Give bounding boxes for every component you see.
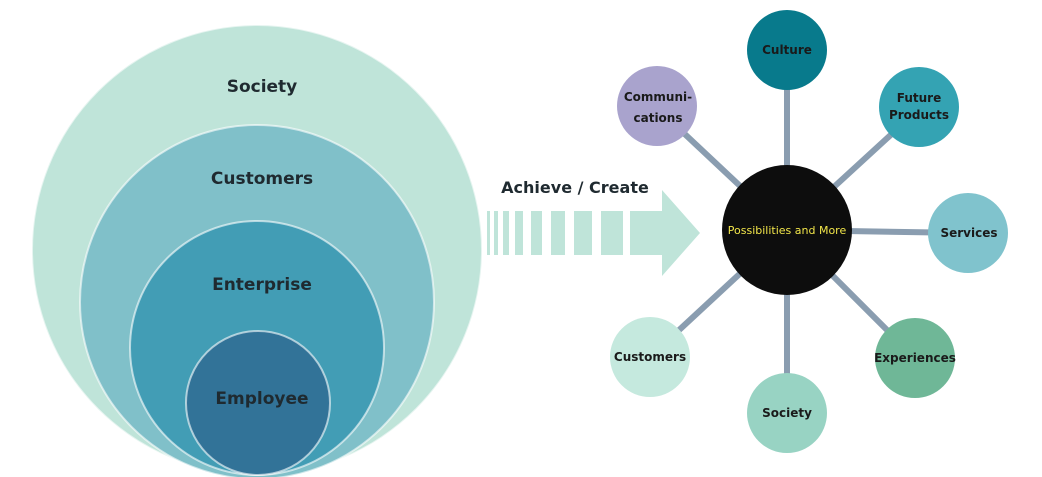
ring-employee [185,330,331,476]
node-culture-circle [747,10,827,90]
node-society-label: Society [762,406,812,420]
arrow-stripe [515,211,523,255]
node-future-products-label-line2: Products [889,108,949,122]
node-society-circle [747,373,827,453]
node-services-label: Services [940,226,997,240]
node-culture-label: Culture [762,43,812,57]
node-future-products-circle [879,67,959,147]
hub-center [722,165,852,295]
node-communications-label-line1: Communi- [624,90,692,104]
ring-label-society: Society [227,77,298,97]
node-future-products: Future Products [879,67,959,147]
node-communications: Communi- cations [617,66,697,146]
node-customers-circle [610,317,690,397]
arrow-label: Achieve / Create [501,178,649,197]
arrow-stripe [574,211,592,255]
arrow-stripe [503,211,509,255]
arrow-stripe [487,211,490,255]
hub-diagram: Possibilities and More Culture Future Pr… [610,10,1008,453]
arrow-head [630,190,700,276]
ring-label-customers: Customers [211,169,313,189]
hub-center-label: Possibilities and More [728,224,847,237]
node-future-products-label-line1: Future [897,91,941,105]
node-services: Services [928,193,1008,273]
achieve-create-arrow: Achieve / Create [487,178,700,276]
arrow-stripe [531,211,542,255]
node-communications-circle [617,66,697,146]
node-communications-label-line2: cations [634,111,683,125]
node-culture: Culture [747,10,827,90]
arrow-stripe [494,211,498,255]
arrow-stripe [551,211,565,255]
node-experiences-circle [875,318,955,398]
ring-label-enterprise: Enterprise [212,275,312,295]
node-experiences-label: Experiences [874,351,956,365]
node-experiences: Experiences [874,318,956,398]
node-services-circle [928,193,1008,273]
node-society: Society [747,373,827,453]
arrow-stripe [601,211,623,255]
stakeholder-circles: Society Customers Enterprise Employee [31,24,483,477]
node-customers: Customers [610,317,690,397]
ring-label-employee: Employee [215,389,308,409]
node-customers-label: Customers [614,350,686,364]
